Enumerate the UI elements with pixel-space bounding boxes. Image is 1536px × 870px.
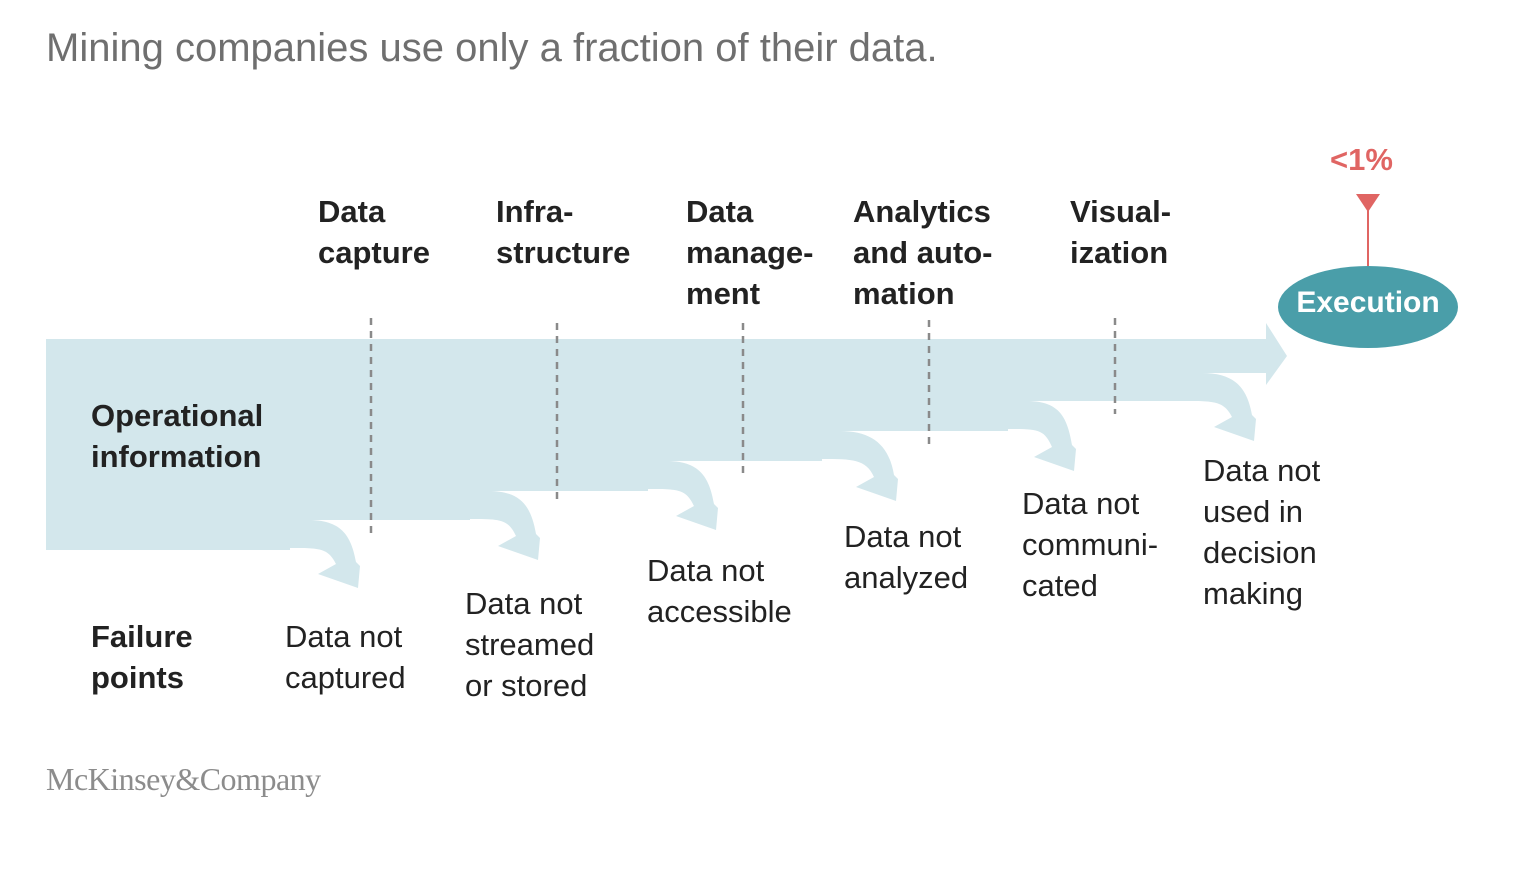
- row-label-operational-information: Operational information: [91, 398, 264, 474]
- failure-drop-arrow-4: [822, 431, 898, 501]
- execution-pointer-triangle: [1356, 194, 1380, 212]
- failure-label-not-used: Data not used in decision making: [1203, 453, 1321, 611]
- stage-label-analytics-automation: Analytics and auto- mation: [853, 194, 993, 311]
- execution-ellipse: [1278, 266, 1458, 348]
- failure-drop-arrow-3: [648, 461, 718, 530]
- failure-label-not-streamed: Data not streamed or stored: [465, 586, 595, 703]
- stage-label-data-capture: Data capture: [318, 194, 430, 270]
- brand-logo: McKinsey&Company: [46, 761, 321, 797]
- failure-label-not-analyzed: Data not analyzed: [844, 519, 969, 595]
- failure-drop-arrow-6: [1184, 373, 1256, 441]
- failure-label-not-communicated: Data not communi- cated: [1022, 486, 1159, 603]
- failure-label-not-accessible: Data not accessible: [647, 553, 792, 629]
- stage-label-visualization: Visual- ization: [1070, 194, 1172, 270]
- execution-share-label: <1%: [1330, 142, 1393, 177]
- operational-information-flow: [46, 323, 1287, 550]
- failure-drop-arrow-2: [470, 491, 540, 560]
- stage-label-infrastructure: Infra- structure: [496, 194, 631, 270]
- stage-label-data-management: Data manage- ment: [686, 194, 814, 311]
- page-title: Mining companies use only a fraction of …: [46, 26, 938, 70]
- failure-drop-arrow-1: [290, 520, 360, 588]
- row-label-failure-points: Failure points: [91, 619, 193, 695]
- execution-label: Execution: [1296, 286, 1440, 319]
- failure-drop-arrow-5: [1008, 401, 1076, 471]
- failure-label-not-captured: Data not captured: [285, 619, 406, 695]
